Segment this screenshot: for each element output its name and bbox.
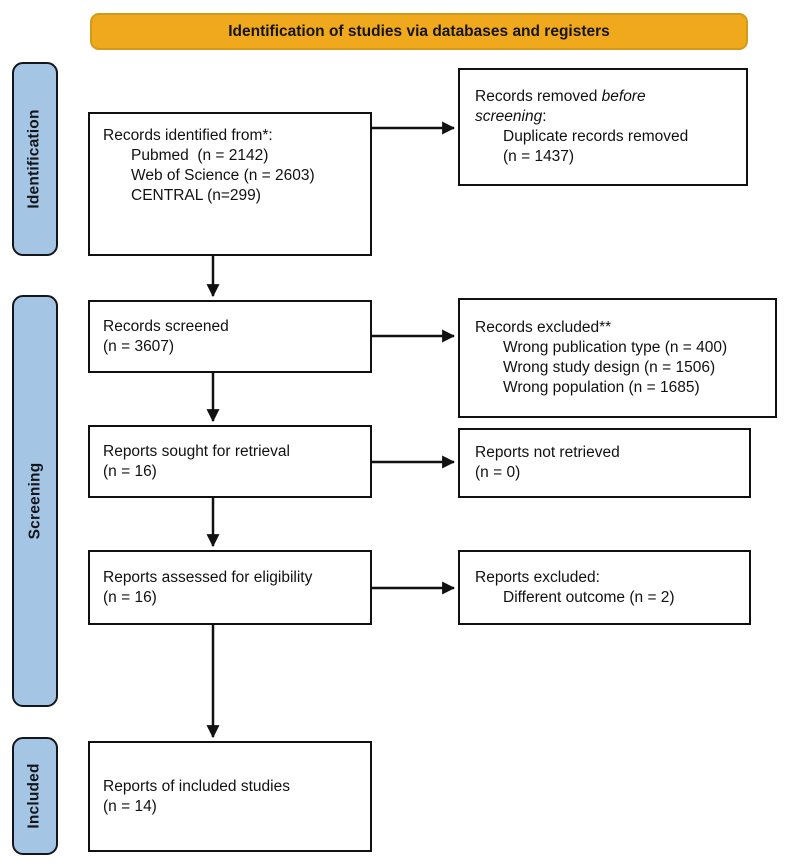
box-records-removed: Records removed before screening: Duplic… <box>458 68 748 186</box>
stage-included: Included <box>12 737 58 855</box>
text-line: Wrong population (n = 1685) <box>503 379 700 396</box>
text-line: (n = 16) <box>103 588 157 606</box>
banner-title: Identification of studies via databases … <box>228 22 610 40</box>
text-line: (n = 14) <box>103 797 157 815</box>
text-line: Records identified from*: <box>103 127 273 144</box>
stage-included-label: Included <box>26 763 44 829</box>
stage-screening: Screening <box>12 295 58 707</box>
box-reports-included: Reports of included studies (n = 14) <box>88 741 372 852</box>
stage-identification-label: Identification <box>26 109 43 209</box>
text-line: Reports sought for retrieval <box>103 442 290 460</box>
stage-identification: Identification <box>12 62 58 256</box>
box-records-screened: Records screened (n = 3607) <box>88 300 372 373</box>
box-reports-sought: Reports sought for retrieval (n = 16) <box>88 425 372 498</box>
text-line: screening: <box>475 108 547 125</box>
text-line: Duplicate records removed <box>503 128 689 145</box>
text-line: Reports assessed for eligibility <box>103 568 313 586</box>
text-line: Reports of included studies <box>103 777 290 795</box>
stage-screening-label: Screening <box>26 462 43 540</box>
box-records-identified: Records identified from*: Pubmed (n = 21… <box>88 112 372 256</box>
text-line: (n = 16) <box>103 462 157 480</box>
text-line: Different outcome (n = 2) <box>503 588 675 606</box>
box-records-excluded: Records excluded** Wrong publication typ… <box>458 298 777 418</box>
text-line: Records removed before <box>475 88 646 105</box>
text-line: Wrong study design (n = 1506) <box>503 359 716 376</box>
text-line: Records excluded** <box>475 319 612 336</box>
text-line: Wrong publication type (n = 400) <box>503 339 728 356</box>
text-line: CENTRAL (n=299) <box>131 187 261 204</box>
text-line: Web of Science (n = 2603) <box>131 167 315 184</box>
text-line: (n = 1437) <box>503 148 575 165</box>
text-line: Reports not retrieved <box>475 444 620 461</box>
banner-identification-via-databases: Identification of studies via databases … <box>90 13 748 50</box>
box-reports-excluded: Reports excluded: Different outcome (n =… <box>458 550 751 625</box>
text-line: Pubmed (n = 2142) <box>131 147 269 164</box>
text-line: Reports excluded: <box>475 568 600 586</box>
text-line: Records screened <box>103 317 229 335</box>
box-reports-assessed: Reports assessed for eligibility (n = 16… <box>88 550 372 625</box>
text-line: (n = 3607) <box>103 337 175 355</box>
text-line: (n = 0) <box>475 464 521 481</box>
box-reports-not-retrieved: Reports not retrieved (n = 0) <box>458 428 751 498</box>
